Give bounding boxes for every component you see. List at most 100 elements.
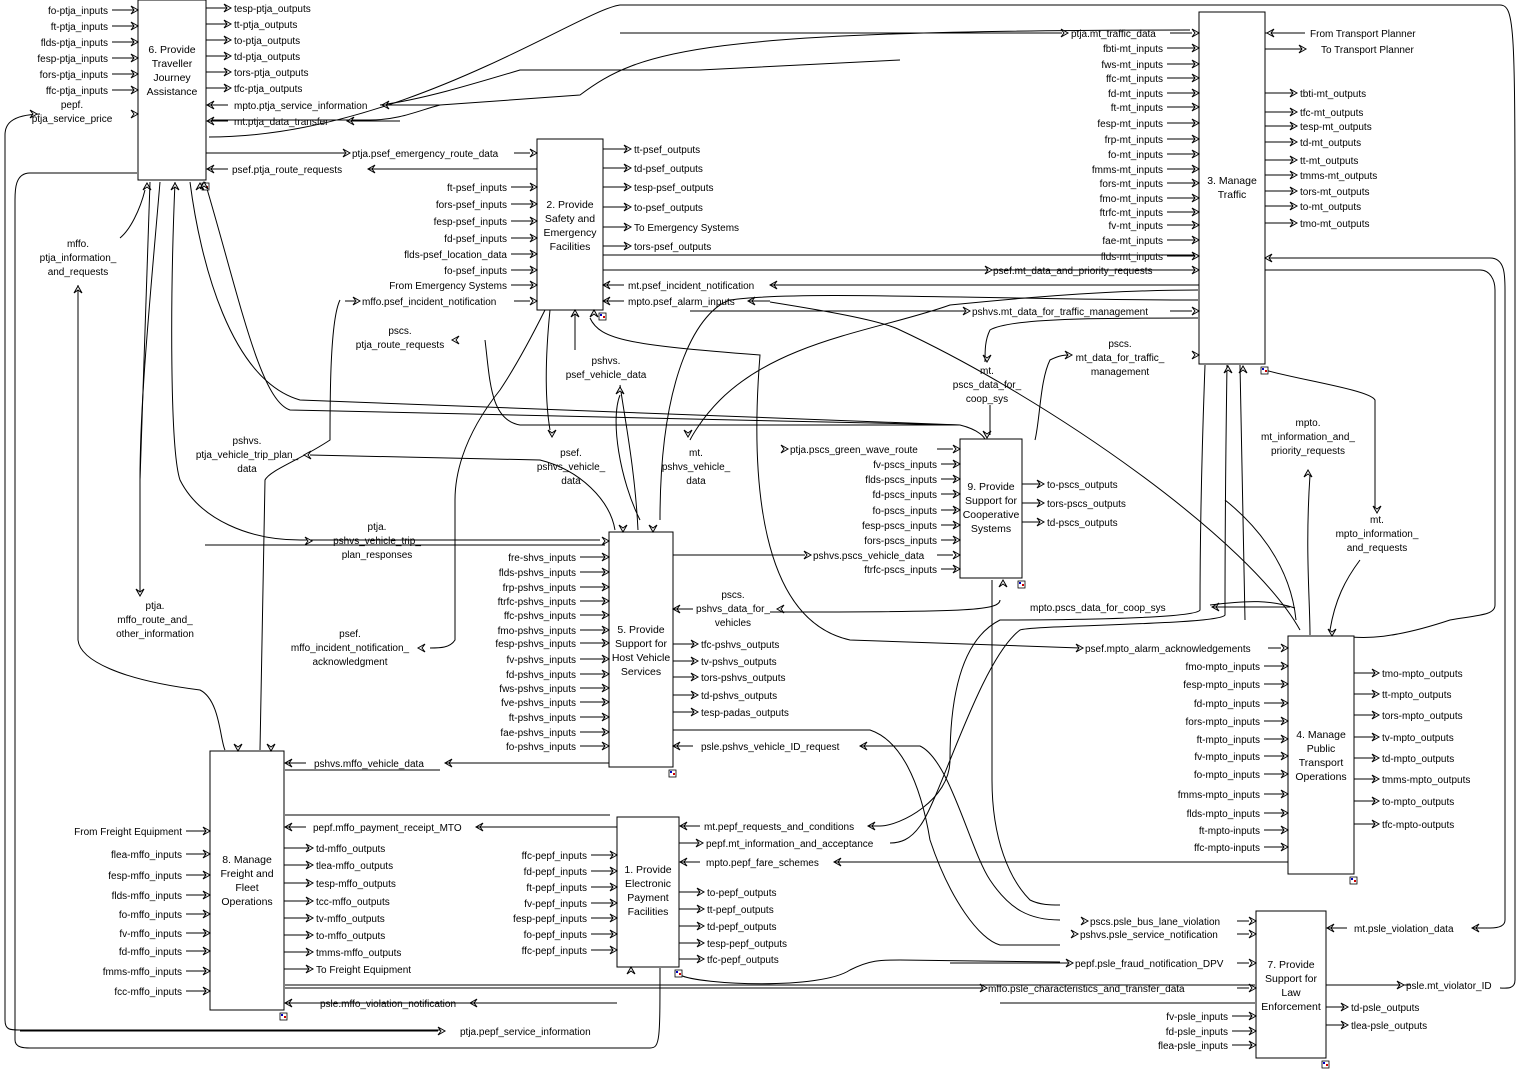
arrowhead-icon [130, 69, 140, 79]
arrowhead-icon [199, 180, 209, 190]
flow-pscs-mt-data-for-traffic-management: management [1091, 367, 1150, 378]
arrowhead-icon [1327, 628, 1337, 638]
input-terminator: fesp-pepf_inputs [513, 914, 587, 925]
arrowhead-icon [135, 588, 145, 598]
output-terminator: tesp-mt_outputs [1300, 122, 1372, 133]
arrowhead-icon [1064, 350, 1074, 360]
arrowhead-icon [626, 965, 636, 975]
input-terminator: From Emergency Systems [389, 281, 507, 292]
flow-ptja-mffo-route-and-other-information: ptja. [146, 601, 165, 612]
arrowhead-icon [601, 625, 611, 635]
expand-icon[interactable] [1349, 876, 1358, 885]
expand-icon[interactable] [598, 312, 607, 321]
arrowhead-icon [1371, 689, 1381, 699]
process-label: Enforcement [1261, 1001, 1321, 1013]
arrowhead-icon [1280, 769, 1290, 779]
flow-pscs-ptja-route-requests: ptja_route_requests [356, 340, 444, 351]
arrowhead-icon [305, 947, 315, 957]
process-label: Support for [615, 638, 667, 650]
flow-pepf-psle-fraud-notification-DPV: pepf.psle_fraud_notification_DPV [1075, 959, 1224, 970]
input-terminator: fd-pepf_inputs [524, 867, 587, 878]
arrowhead-icon [130, 37, 140, 47]
flow-psef-mffo-incident-notification-acknowledgment: mffo_incident_notification_ [291, 643, 410, 654]
arrowhead-icon [1280, 679, 1290, 689]
input-terminator: ft-pepf_inputs [526, 883, 587, 894]
arrowhead-icon [1248, 983, 1258, 993]
arrowhead-icon [1248, 1040, 1258, 1050]
input-terminator: fmo-mt_inputs [1100, 194, 1163, 205]
arrowhead-icon [696, 954, 706, 964]
flow-psef-ptja-route-requests: psef.ptja_route_requests [232, 165, 342, 176]
flow-mt-ptja-data-transfer: mt.ptja_data_transfer [234, 117, 329, 128]
input-terminator: fmms-mffo_inputs [103, 967, 182, 978]
arrowhead-icon [1191, 164, 1201, 174]
output-terminator: To Emergency Systems [634, 223, 739, 234]
input-terminator: fors-mt_inputs [1100, 179, 1163, 190]
flow-mpto-pepf-fare-schemes: mpto.pepf_fare_schemes [706, 858, 819, 869]
arrowhead-icon [1289, 218, 1299, 228]
expand-icon[interactable] [674, 969, 683, 978]
arrowhead-icon [690, 672, 700, 682]
input-terminator: ffc-mt_inputs [1106, 74, 1163, 85]
expand-icon[interactable] [1017, 580, 1026, 589]
arrowhead-icon [952, 459, 962, 469]
output-terminator: td-mt_outputs [1300, 138, 1361, 149]
process-label: 1. Provide [624, 864, 671, 876]
arrowhead-icon [1248, 929, 1258, 939]
output-terminator: to-pscs_outputs [1047, 480, 1118, 491]
expand-icon[interactable] [668, 769, 677, 778]
input-terminator: flds-psef_location_data [404, 250, 507, 261]
input-terminator: fv-mffo_inputs [119, 929, 182, 940]
arrowhead-icon [601, 683, 611, 693]
arrowhead-icon [1289, 121, 1299, 131]
arrowhead-icon [1371, 710, 1381, 720]
flow-pepf-mffo-payment-receipt-MTO: pepf.mffo_payment_receipt_MTO [313, 823, 462, 834]
arrowhead-icon [1248, 1011, 1258, 1021]
to-transport-planner: To Transport Planner [1321, 45, 1414, 56]
arrowhead-icon [1036, 517, 1046, 527]
process-label: Journey [153, 72, 191, 84]
expand-icon[interactable] [1321, 1060, 1330, 1069]
output-terminator: tors-ptja_outputs [234, 68, 309, 79]
output-terminator: tt-ptja_outputs [234, 20, 297, 31]
input-terminator: flds-ptja_inputs [41, 38, 108, 49]
input-terminator: fv-pscs_inputs [873, 460, 937, 471]
output-terminator: tt-psef_outputs [634, 145, 700, 156]
arrowhead-icon [952, 550, 962, 560]
arrowhead-icon [1191, 178, 1201, 188]
arrowhead-icon [1070, 929, 1080, 939]
input-terminator: fd-psef_inputs [444, 234, 507, 245]
process-label: 5. Provide [617, 624, 664, 636]
process-label: Services [621, 666, 661, 678]
arrowhead-icon [1248, 958, 1258, 968]
flow-mffo-ptja-information-and-requests: and_requests [48, 267, 109, 278]
arrowhead-icon [1191, 73, 1201, 83]
input-terminator: ffc-pepf_inputs [522, 946, 587, 957]
arrowhead-icon [1289, 170, 1299, 180]
process-label: 6. Provide [148, 44, 195, 56]
flow-pscs-mt-data-for-traffic-management: pscs. [1108, 339, 1131, 350]
arrowhead-icon [1303, 468, 1313, 478]
arrowhead-icon [1289, 155, 1299, 165]
arrowhead-icon [529, 182, 539, 192]
expand-icon[interactable] [1260, 366, 1269, 375]
arrowhead-icon [266, 743, 276, 753]
output-terminator: td-pshvs_outputs [701, 691, 777, 702]
input-terminator: fv-pepf_inputs [524, 899, 587, 910]
flow-psle-mffo-violation-notification: psle.mffo_violation_notification [320, 999, 456, 1010]
arrowhead-icon [615, 385, 625, 395]
expand-icon[interactable] [279, 1012, 288, 1021]
input-terminator: fws-pshvs_inputs [499, 684, 576, 695]
process-label: Traveller [152, 58, 193, 70]
process-label: Safety and [545, 213, 595, 225]
